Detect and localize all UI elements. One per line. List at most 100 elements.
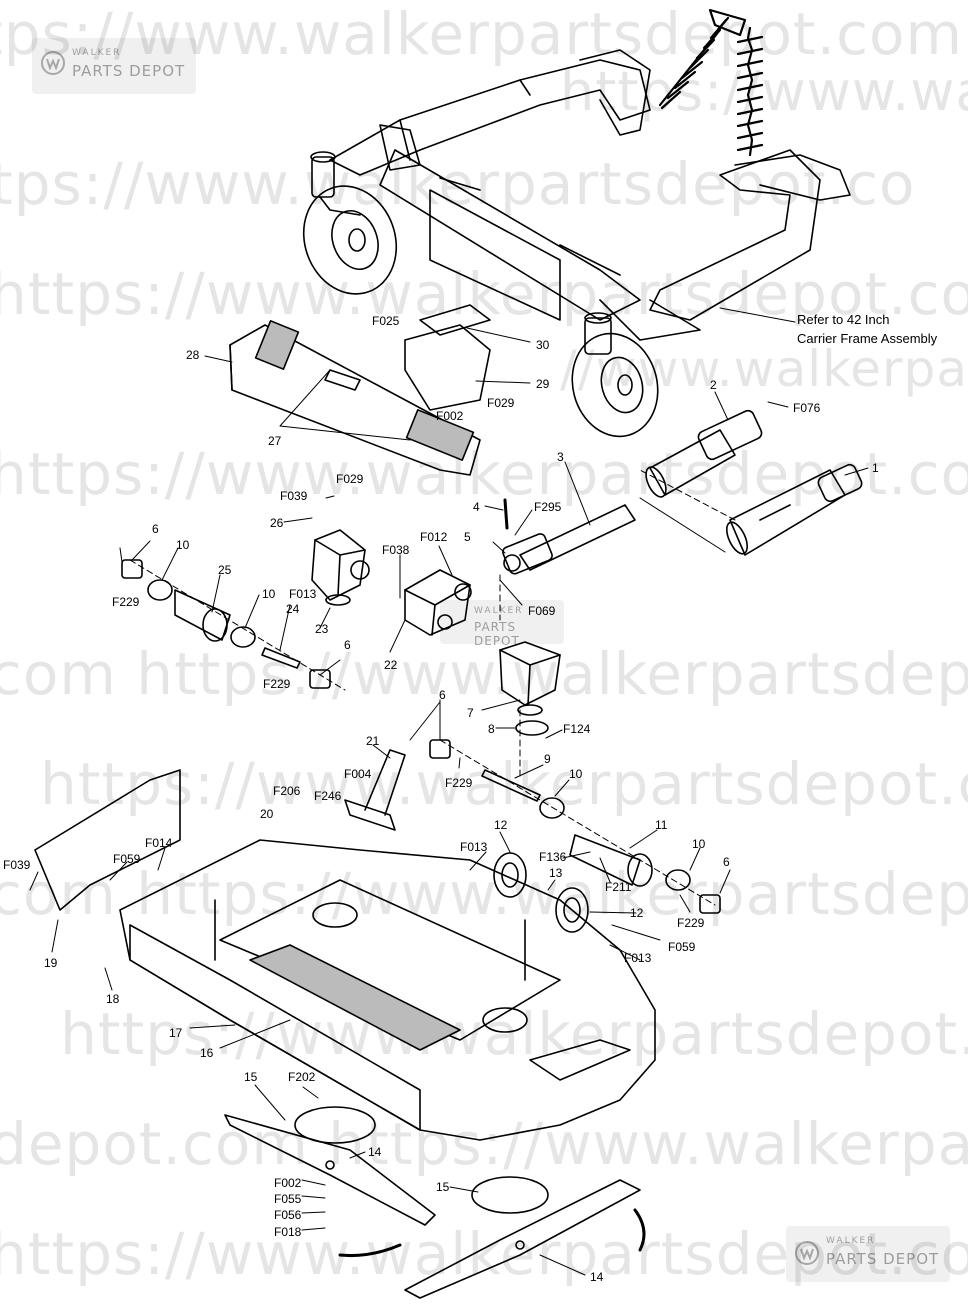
part-label: 4 <box>473 500 480 514</box>
watermark-line: tps://www.walkerpartsdepot.com <box>0 0 963 68</box>
part-label: 8 <box>488 722 495 736</box>
walker-parts-depot-badge: WALKER PARTS DEPOT <box>32 38 196 94</box>
part-label: 17 <box>169 1026 183 1040</box>
blade-right <box>404 1179 641 1299</box>
part-label: F229 <box>112 595 140 609</box>
watermark-line: https://www.walkerpartsdepot.com https <box>0 260 968 328</box>
reference-note-line2: Carrier Frame Assembly <box>797 331 938 346</box>
watermark-line: com https://www.walkerpartsdepot.com <box>0 860 968 928</box>
part-label: F018 <box>274 1225 302 1239</box>
part-label: F029 <box>336 472 364 486</box>
deck-cover <box>229 320 481 476</box>
part-label: F202 <box>288 1070 316 1084</box>
part-label: F013 <box>624 951 652 965</box>
watermark-line: //www.walkerpartsdepot.com <box>560 340 968 398</box>
gearbox-left <box>311 529 370 606</box>
drive-shaft-2 <box>645 409 763 498</box>
part-label: F002 <box>274 1176 302 1190</box>
part-label: F229 <box>263 677 291 691</box>
carrier-frame <box>329 49 851 341</box>
part-label: F069 <box>528 604 556 618</box>
badge-bottom-text: PARTS DEPOT <box>72 62 186 80</box>
part-label: 6 <box>723 855 730 869</box>
shield <box>404 324 491 411</box>
part-label: 10 <box>569 767 583 781</box>
part-label: 3 <box>557 450 564 464</box>
part-label: 29 <box>536 377 550 391</box>
part-label: 2 <box>710 378 717 392</box>
leader-lines <box>29 307 869 1276</box>
part-label: 28 <box>186 348 200 362</box>
part-label: 16 <box>200 1046 214 1060</box>
center-lines <box>129 469 736 906</box>
part-label: 25 <box>218 563 232 577</box>
part-label: 10 <box>262 587 276 601</box>
part-label: F206 <box>273 784 301 798</box>
watermark-line: https://www.walkerpartsdepot.com htt <box>0 440 968 508</box>
watermark-line: https://www.walkerpartsdepot.com <box>40 750 968 818</box>
part-label: F229 <box>677 916 705 930</box>
part-label: 10 <box>692 837 706 851</box>
part-label: F014 <box>145 836 173 850</box>
part-label: 24 <box>286 602 300 616</box>
part-label: 21 <box>366 734 380 748</box>
part-label: F246 <box>314 789 342 803</box>
part-label: F013 <box>460 840 488 854</box>
part-label: F124 <box>563 722 591 736</box>
gearbox-center <box>404 569 472 636</box>
part-label: 10 <box>176 538 190 552</box>
drive-shaft-1 <box>725 463 863 556</box>
part-label: 26 <box>270 516 284 530</box>
plate <box>419 304 491 336</box>
part-label: 30 <box>536 338 550 352</box>
part-label: F039 <box>3 858 31 872</box>
part-label: F056 <box>274 1208 302 1222</box>
watermark-line: depot.com https://www.walkerpartsdepot <box>0 1110 968 1178</box>
reference-note-line1: Refer to 42 Inch <box>797 312 890 327</box>
part-label: 19 <box>44 956 58 970</box>
spindle-left <box>121 559 331 689</box>
part-label: 14 <box>590 1270 604 1284</box>
bracket <box>344 749 406 831</box>
part-label: 12 <box>494 818 508 832</box>
part-label: 23 <box>315 622 329 636</box>
rotation-arrow <box>633 1208 646 1252</box>
part-label: F295 <box>534 500 562 514</box>
caster-wheel-right <box>571 312 659 438</box>
walker-parts-depot-badge: WALKER PARTS DEPOT <box>786 1226 950 1282</box>
part-label: 13 <box>549 866 563 880</box>
part-label: F029 <box>487 396 515 410</box>
badge-bottom-text: PARTS DEPOT <box>826 1250 940 1268</box>
spindle-right <box>429 739 721 914</box>
gearbox-right <box>499 641 561 736</box>
part-label: 15 <box>436 1180 450 1194</box>
badge-bottom-text: PARTS DEPOT <box>474 620 520 648</box>
part-label: F055 <box>274 1192 302 1206</box>
part-label: F136 <box>539 850 567 864</box>
watermark-line: https://www.walkerpartsdepot.com <box>0 1220 968 1288</box>
part-label: 6 <box>439 688 446 702</box>
idler-pulleys <box>493 852 589 933</box>
part-label: F229 <box>445 776 473 790</box>
springs <box>658 8 764 157</box>
part-label: 9 <box>544 752 551 766</box>
walker-logo-icon <box>795 1241 819 1265</box>
part-label: 6 <box>152 522 159 536</box>
part-label: F039 <box>280 489 308 503</box>
part-label: 14 <box>368 1145 382 1159</box>
part-label: 6 <box>344 638 351 652</box>
part-label: 20 <box>260 807 274 821</box>
walker-logo-icon <box>41 51 65 75</box>
part-label: 11 <box>655 818 668 832</box>
rotation-arrow <box>338 1243 402 1257</box>
badge-top-text: WALKER <box>474 606 524 616</box>
part-label: F013 <box>289 587 317 601</box>
part-label: 7 <box>467 706 474 720</box>
part-label: F059 <box>668 940 696 954</box>
badge-top-text: WALKER <box>826 1236 876 1246</box>
side-shield <box>34 769 181 911</box>
bolt <box>503 498 509 530</box>
drive-shaft-3 <box>502 504 636 575</box>
